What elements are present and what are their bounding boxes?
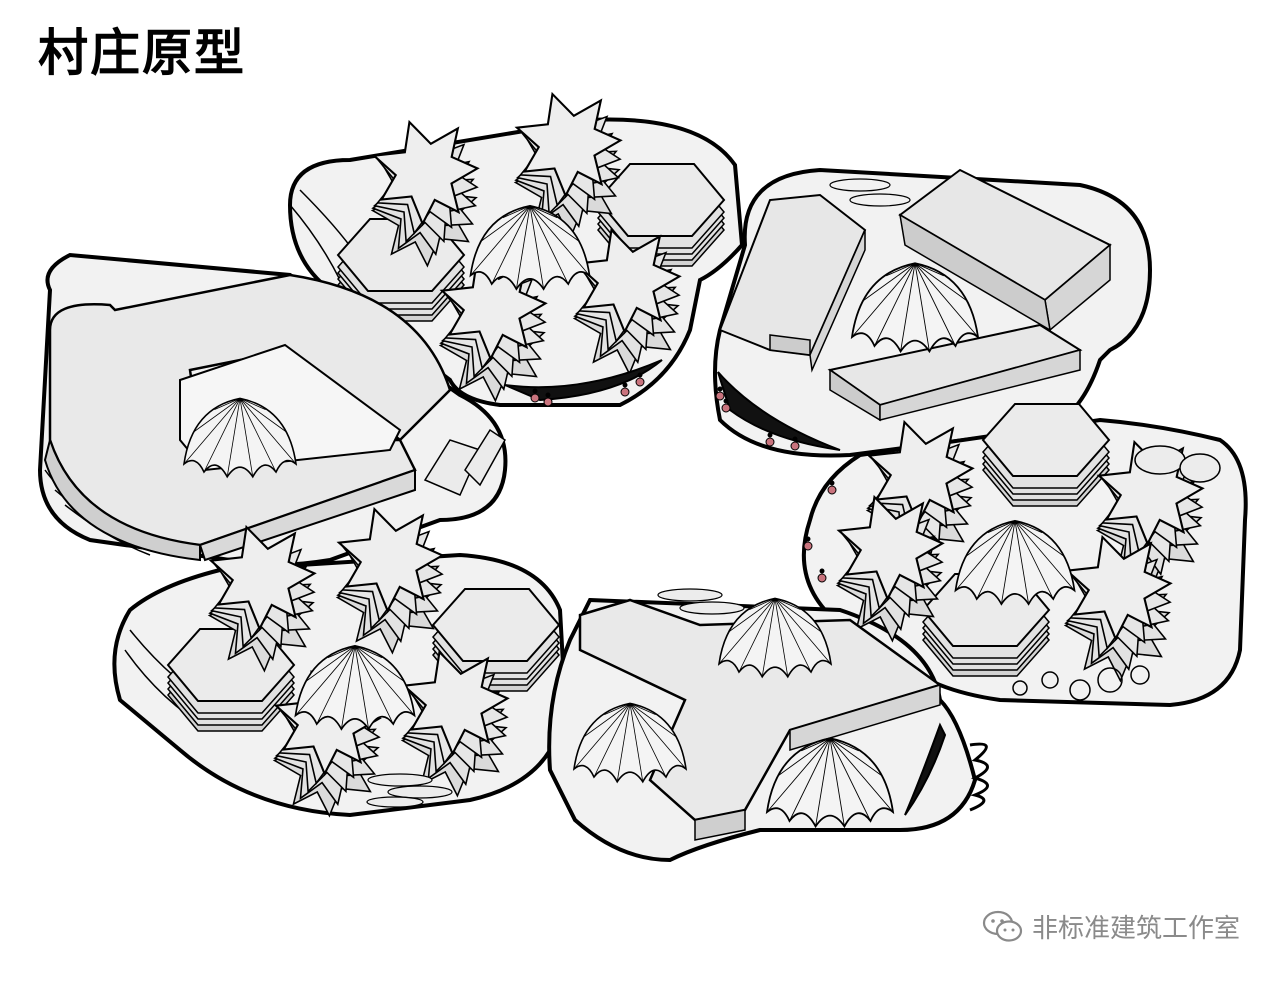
watermark: 非标准建筑工作室 xyxy=(982,908,1240,945)
page-title: 村庄原型 xyxy=(38,24,246,82)
north-east-cluster xyxy=(715,168,1112,451)
wechat-icon xyxy=(982,910,1023,942)
east-cluster xyxy=(803,404,1221,701)
watermark-text: 非标准建筑工作室 xyxy=(1031,914,1240,944)
south-cluster xyxy=(573,588,989,841)
north-cluster xyxy=(338,78,724,410)
south-west-cluster xyxy=(168,493,559,825)
